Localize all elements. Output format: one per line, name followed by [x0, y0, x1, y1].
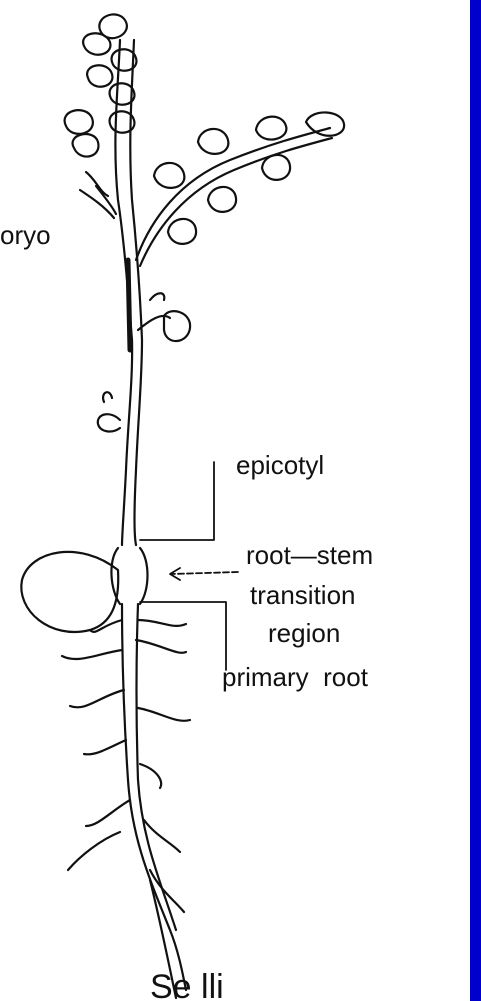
primary-root-bracket	[140, 602, 226, 670]
epicotyl-bracket	[140, 462, 214, 540]
label-bottom-partial: Se lli	[150, 970, 224, 1001]
primary-root	[122, 604, 186, 998]
left-bud	[98, 392, 120, 431]
label-primary-root: primary root	[222, 664, 368, 690]
cotyledon	[21, 552, 118, 632]
label-transition: transition	[250, 582, 356, 608]
right-branch	[136, 112, 344, 266]
label-region: region	[268, 620, 340, 646]
main-stem	[115, 40, 142, 545]
frame-border	[470, 0, 481, 1001]
label-root-stem: root—stem	[246, 542, 373, 568]
middle-leaf	[138, 293, 190, 341]
label-epicotyl: epicotyl	[236, 452, 324, 478]
transition-arrow	[170, 568, 238, 580]
bottom-caption-clip: Se lli	[0, 960, 470, 1001]
label-embryo: oryo	[0, 222, 51, 248]
upper-leaflets	[65, 14, 137, 218]
